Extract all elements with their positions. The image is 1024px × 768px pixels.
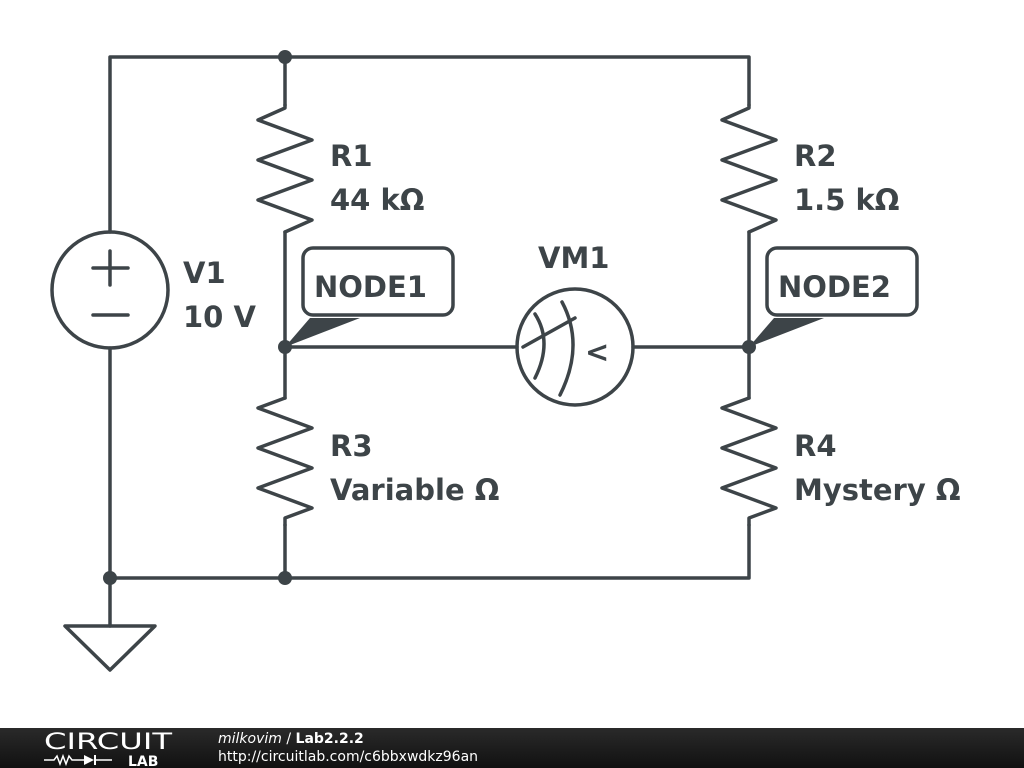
r2-value: 1.5 kΩ xyxy=(794,183,899,217)
footer-circuit-title[interactable]: Lab2.2.2 xyxy=(295,731,364,747)
wires xyxy=(108,55,751,628)
node1-text: NODE1 xyxy=(314,270,427,304)
voltmeter-icon xyxy=(515,287,635,407)
node-label-node2[interactable]: NODE2 xyxy=(749,246,919,347)
resistor-r1-icon[interactable] xyxy=(256,103,314,234)
footer-title-line: milkovim / Lab2.2.2 xyxy=(218,730,478,748)
footer-separator: / xyxy=(281,731,296,747)
logo-resistor-icon xyxy=(44,753,84,766)
node1-box xyxy=(301,246,455,317)
voltmeter-symbol: < xyxy=(585,335,609,369)
wire-top xyxy=(108,55,751,234)
footer-user[interactable]: milkovim xyxy=(218,731,282,747)
circuit-schematic: < NODE1 NODE2 R1 44 kΩ R2 1.5 kΩ R3 Vari… xyxy=(50,50,961,672)
node2-text: NODE2 xyxy=(778,270,891,304)
junction-dot xyxy=(278,50,292,64)
r1-name: R1 xyxy=(330,139,373,173)
r2-name: R2 xyxy=(794,139,837,173)
wire-bottom xyxy=(108,346,751,580)
resistor-r3-icon[interactable] xyxy=(256,396,314,527)
r3-value: Variable Ω xyxy=(330,473,499,507)
r3-name: R3 xyxy=(330,429,373,463)
junction-dot xyxy=(103,571,117,585)
r4-name: R4 xyxy=(794,429,837,463)
meter-arc-icon xyxy=(558,300,575,397)
v1-name: V1 xyxy=(183,256,226,290)
logo-bottom-text: LAB xyxy=(128,754,158,766)
resistor-r4-icon[interactable] xyxy=(720,396,778,527)
ground-icon[interactable] xyxy=(63,624,157,672)
footer-url[interactable]: http://circuitlab.com/c6bbxwdkz96an xyxy=(218,749,479,765)
vm1-name: VM1 xyxy=(538,241,609,275)
node2-pointer xyxy=(749,318,824,347)
node1-pointer xyxy=(285,318,360,347)
meter-arc-icon xyxy=(533,312,546,380)
node2-box xyxy=(765,246,919,317)
junction-dot xyxy=(278,571,292,585)
footer-bar: CIRCUIT LAB milkovim / Lab2.2.2 http://c… xyxy=(0,728,1024,768)
logo-top-text: CIRCUIT xyxy=(44,730,173,755)
r4-value: Mystery Ω xyxy=(794,473,961,507)
node-label-node1[interactable]: NODE1 xyxy=(285,246,455,347)
r1-value: 44 kΩ xyxy=(330,183,424,217)
logo-diode-icon xyxy=(84,755,94,765)
circuitlab-logo[interactable]: CIRCUIT LAB xyxy=(42,730,182,766)
v1-value: 10 V xyxy=(183,300,256,334)
meter-needle-icon xyxy=(521,316,577,349)
footer-meta: milkovim / Lab2.2.2 http://circuitlab.co… xyxy=(218,730,478,766)
resistor-r2-icon[interactable] xyxy=(720,103,778,234)
voltage-source-icon xyxy=(50,230,170,350)
voltmeter-vm1[interactable]: < xyxy=(515,287,635,407)
voltage-source-v1[interactable] xyxy=(50,230,170,350)
